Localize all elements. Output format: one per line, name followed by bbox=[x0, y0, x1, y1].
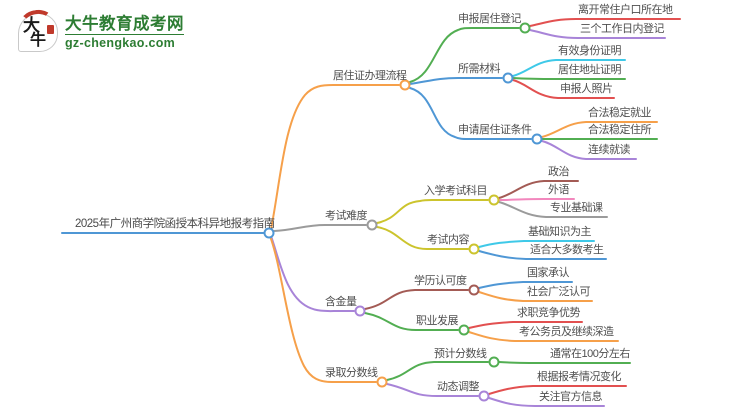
edge-permit-application-conditions bbox=[409, 87, 532, 140]
leaf-job-advantage[interactable]: 求职竞争优势 bbox=[517, 307, 581, 319]
node-circle-exam-content[interactable] bbox=[468, 243, 480, 255]
edge-foreign-language bbox=[498, 198, 575, 201]
site-name: 大牛教育成考网 bbox=[65, 15, 184, 33]
node-circle-exam-difficulty[interactable] bbox=[366, 219, 378, 231]
branch-exam-difficulty[interactable]: 考试难度 bbox=[325, 210, 368, 222]
node-circle-residence-permit-process[interactable] bbox=[399, 79, 411, 91]
edge-career-development bbox=[364, 312, 459, 331]
leaf-varies-by-applications[interactable]: 根据报考情况变化 bbox=[537, 371, 622, 383]
leaf-civil-service-study[interactable]: 考公务员及继续深造 bbox=[519, 326, 614, 338]
leaf-register-3-workdays[interactable]: 三个工作日内登记 bbox=[580, 23, 665, 35]
edge-applicant-photo bbox=[512, 79, 615, 99]
node-required-materials[interactable]: 所需材料 bbox=[458, 63, 501, 75]
edge-continuous-study bbox=[541, 140, 637, 160]
node-circle-entrance-exam-subjects[interactable] bbox=[488, 194, 500, 206]
node-circle-central[interactable] bbox=[263, 227, 275, 239]
node-entrance-exam-subjects[interactable]: 入学考试科目 bbox=[424, 185, 488, 197]
node-circle-admission-score-line[interactable] bbox=[376, 376, 388, 388]
edge-declare-residence-registration bbox=[409, 27, 520, 83]
node-circle-required-materials[interactable] bbox=[502, 72, 514, 84]
leaf-residence-address-proof[interactable]: 居住地址证明 bbox=[558, 64, 622, 76]
edge-dynamic-adjustment bbox=[386, 383, 479, 397]
edge-value bbox=[270, 235, 355, 313]
leaf-major-basic-course[interactable]: 专业基础课 bbox=[550, 202, 603, 214]
edge-follow-official-info bbox=[488, 397, 605, 407]
leaf-foreign-language[interactable]: 外语 bbox=[548, 184, 570, 196]
edge-residence-permit-process bbox=[270, 84, 400, 230]
node-estimated-score-line[interactable]: 预计分数线 bbox=[434, 348, 487, 360]
edge-widely-accepted bbox=[478, 291, 593, 302]
edge-stable-employment bbox=[541, 121, 658, 138]
site-url: gz-chengkao.com bbox=[65, 34, 184, 50]
edge-exam-difficulty bbox=[273, 224, 367, 232]
leaf-suitable-for-most[interactable]: 适合大多数考生 bbox=[530, 244, 604, 256]
node-circle-value[interactable] bbox=[354, 305, 366, 317]
leaf-widely-accepted[interactable]: 社会广泛认可 bbox=[527, 286, 591, 298]
leaf-continuous-study[interactable]: 连续就读 bbox=[588, 144, 631, 156]
logo-characters: 大牛 bbox=[23, 16, 46, 49]
leaf-politics[interactable]: 政治 bbox=[548, 166, 570, 178]
edge-exam-content bbox=[376, 226, 469, 250]
node-permit-application-conditions[interactable]: 申请居住证条件 bbox=[458, 124, 532, 136]
edge-admission-score-line bbox=[269, 235, 377, 383]
edge-state-recognized bbox=[478, 281, 573, 289]
branch-residence-permit-process[interactable]: 居住证办理流程 bbox=[333, 70, 407, 82]
edge-politics bbox=[498, 180, 579, 199]
leaf-basic-knowledge[interactable]: 基础知识为主 bbox=[528, 226, 592, 238]
edge-around-100-points bbox=[498, 361, 631, 364]
edge-required-materials bbox=[409, 77, 503, 85]
edge-degree-recognition bbox=[364, 289, 469, 310]
edge-civil-service-study bbox=[468, 331, 619, 342]
node-degree-recognition[interactable]: 学历认可度 bbox=[414, 275, 467, 287]
branch-value[interactable]: 含金量 bbox=[325, 296, 357, 308]
node-circle-career-development[interactable] bbox=[458, 324, 470, 336]
leaf-valid-id-proof[interactable]: 有效身份证明 bbox=[558, 45, 622, 57]
edge-suitable-for-most bbox=[478, 250, 607, 260]
edge-valid-id-proof bbox=[512, 59, 626, 77]
node-circle-estimated-score-line[interactable] bbox=[488, 356, 500, 368]
edge-estimated-score-line bbox=[386, 361, 489, 381]
leaf-applicant-photo[interactable]: 申报人照片 bbox=[560, 83, 613, 95]
edge-leave-household-area bbox=[529, 18, 681, 27]
node-circle-dynamic-adjustment[interactable] bbox=[478, 390, 490, 402]
central-topic[interactable]: 2025年广州商学院函授本科异地报考指南 bbox=[75, 218, 275, 230]
leaf-leave-household-area[interactable]: 离开常住户口所在地 bbox=[578, 4, 673, 16]
node-circle-permit-application-conditions[interactable] bbox=[531, 133, 543, 145]
leaf-stable-employment[interactable]: 合法稳定就业 bbox=[588, 107, 652, 119]
leaf-follow-official-info[interactable]: 关注官方信息 bbox=[539, 391, 603, 403]
edge-job-advantage bbox=[468, 321, 583, 329]
leaf-around-100-points[interactable]: 通常在100分左右 bbox=[550, 348, 630, 360]
branch-admission-score-line[interactable]: 录取分数线 bbox=[325, 367, 378, 379]
node-circle-declare-residence-registration[interactable] bbox=[519, 22, 531, 34]
site-logo: 大牛 大牛教育成考网 gz-chengkao.com bbox=[18, 7, 184, 52]
edge-entrance-exam-subjects bbox=[376, 199, 489, 224]
logo-seal-icon bbox=[47, 25, 54, 34]
node-circle-degree-recognition[interactable] bbox=[468, 284, 480, 296]
node-dynamic-adjustment[interactable]: 动态调整 bbox=[437, 381, 480, 393]
edge-basic-knowledge bbox=[478, 240, 595, 248]
node-declare-residence-registration[interactable]: 申报居住登记 bbox=[458, 13, 522, 25]
node-exam-content[interactable]: 考试内容 bbox=[427, 234, 470, 246]
leaf-stable-residence[interactable]: 合法稳定住所 bbox=[588, 124, 652, 136]
node-career-development[interactable]: 职业发展 bbox=[416, 315, 459, 327]
leaf-state-recognized[interactable]: 国家承认 bbox=[527, 267, 570, 279]
logo-text: 大牛教育成考网 gz-chengkao.com bbox=[65, 15, 184, 50]
edge-register-3-workdays bbox=[529, 29, 666, 39]
edge-residence-address-proof bbox=[512, 77, 626, 80]
edge-varies-by-applications bbox=[488, 385, 627, 395]
edge-major-basic-course bbox=[498, 201, 608, 218]
logo-bull-icon: 大牛 bbox=[18, 7, 58, 52]
